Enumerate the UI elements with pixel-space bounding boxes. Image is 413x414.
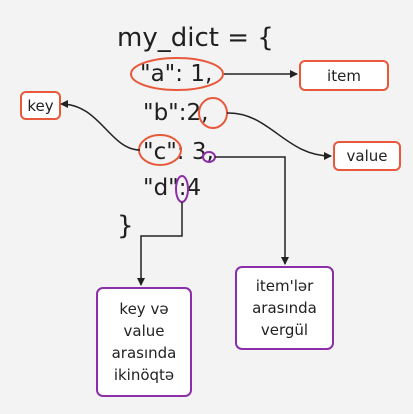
arrow-value — [226, 112, 332, 160]
code-line-declaration: my_dict = { — [117, 23, 274, 53]
label-key-value-colon: key və value arasında ikinöqtə — [96, 287, 192, 397]
arrow-comma — [215, 156, 289, 265]
code-line-b: "b":2, — [143, 100, 209, 126]
label-item-text: item — [327, 66, 361, 85]
label-key: key — [20, 91, 61, 120]
arrow-colon — [137, 202, 183, 286]
label-item: item — [299, 60, 389, 91]
label-value-text: value — [346, 147, 388, 165]
label-key-text: key — [27, 96, 54, 115]
label-items-separator: item'lər arasında vergül — [235, 266, 334, 350]
highlight-value-2-ellipse — [198, 97, 228, 129]
highlight-item-a-ellipse — [130, 57, 224, 91]
label-key-value-colon-text: key və value arasında ikinöqtə — [111, 300, 177, 384]
highlight-colon-ellipse — [175, 175, 189, 203]
highlight-comma-ellipse — [202, 151, 216, 163]
label-value: value — [333, 141, 401, 171]
code-line-d: "d":4 — [143, 175, 202, 201]
code-line-a: "a": 1, — [140, 61, 213, 87]
code-line-close: } — [117, 211, 134, 241]
label-items-separator-text: item'lər arasında vergül — [252, 277, 317, 339]
highlight-key-c-ellipse — [138, 134, 182, 166]
arrow-key — [60, 100, 141, 151]
